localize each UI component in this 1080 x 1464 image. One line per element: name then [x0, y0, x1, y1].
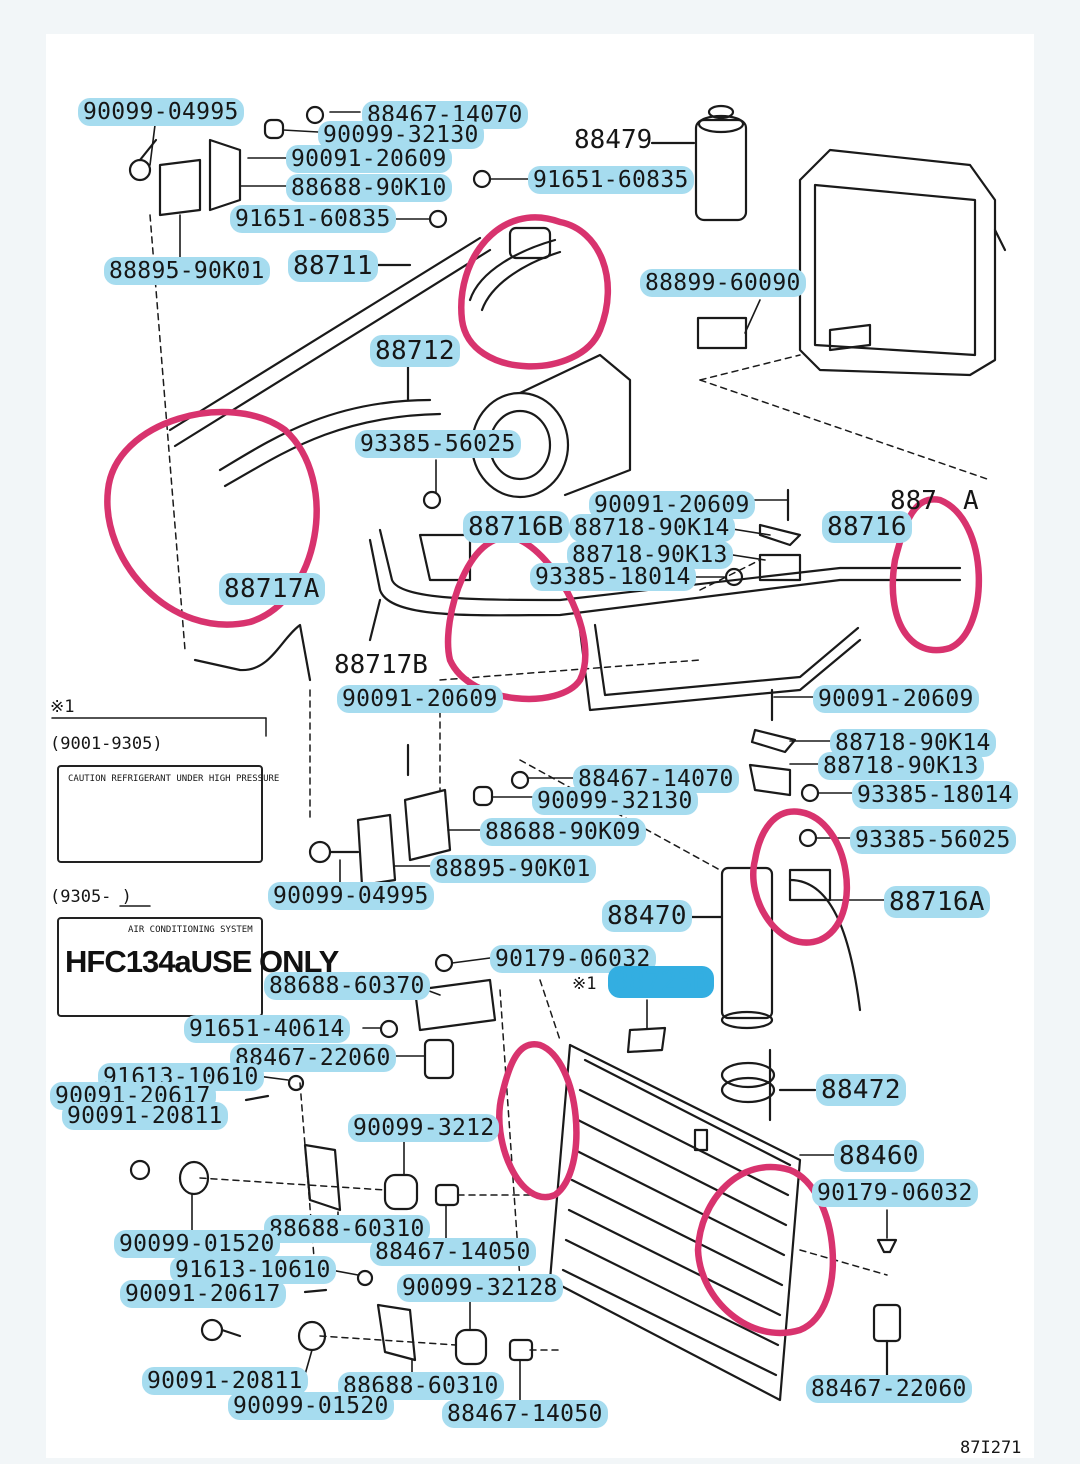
- clamp-88472: [720, 1048, 817, 1122]
- part-label-90179-06032: 90179-06032: [812, 1179, 978, 1207]
- part-label-93385-18014: 93385-18014: [530, 563, 696, 591]
- part-label-93385-18014: 93385-18014: [852, 781, 1018, 809]
- lower-pipe: [193, 623, 312, 682]
- part-label-88467-22060: 88467-22060: [806, 1375, 972, 1403]
- parts-diagram-artwork: [51, 104, 1007, 1402]
- part-label-90099-01520: 90099-01520: [228, 1392, 394, 1420]
- note1-range: (9001-9305): [50, 734, 163, 754]
- dashed-routing-lines: [149, 214, 991, 1351]
- hfc-tag: [57, 917, 263, 1017]
- part-label-88895-90k01: 88895-90K01: [430, 855, 596, 883]
- part-label-88716a: 88716A: [884, 886, 990, 918]
- part-label-88688-60310: 88688-60310: [264, 1215, 430, 1243]
- note1-mark: ※1: [50, 697, 75, 717]
- discharge-hose: [218, 363, 442, 488]
- part-label-88467-14050: 88467-14050: [442, 1400, 608, 1428]
- plain-label-887: 887: [890, 486, 937, 516]
- part-label-88467-14050: 88467-14050: [370, 1238, 536, 1266]
- drawing-number: 87I271: [960, 1438, 1022, 1458]
- circle-marker: [750, 808, 851, 946]
- part-label-90099-04995: 90099-04995: [78, 98, 244, 126]
- part-label-88899-60090: 88899-60090: [640, 269, 806, 297]
- hfc-tag-header: AIR CONDITIONING SYSTEM: [128, 925, 253, 935]
- leader-lines: [149, 111, 888, 1401]
- receiver-88470: [688, 866, 774, 1030]
- part-label-88688-60370: 88688-60370: [264, 972, 430, 1000]
- part-label-90091-20811: 90091-20811: [142, 1367, 308, 1395]
- part-label-88712: 88712: [370, 335, 460, 367]
- circle-marker: [444, 534, 589, 703]
- part-label-90099-04995: 90099-04995: [268, 882, 434, 910]
- part-label-88717a: 88717A: [219, 573, 325, 605]
- part-label-93385-56025: 93385-56025: [850, 826, 1016, 854]
- part-label-88716b: 88716B: [463, 511, 569, 543]
- plain-label-88479: 88479: [574, 125, 653, 155]
- part-label-88460: 88460: [834, 1140, 924, 1172]
- circle-marker: [104, 408, 320, 628]
- part-label-90099-32128: 90099-32128: [397, 1274, 563, 1302]
- part-label-91651-40614: 91651-40614: [184, 1015, 350, 1043]
- caution-tag-early: [57, 765, 263, 863]
- plain-label-a: A: [963, 486, 979, 516]
- part-label-93385-56025: 93385-56025: [355, 430, 521, 458]
- part-label-88688-90k09: 88688-90K09: [480, 818, 646, 846]
- part-label-88472: 88472: [816, 1074, 906, 1106]
- part-label-88723b: 88723B: [608, 966, 714, 998]
- part-label-90091-20609: 90091-20609: [813, 685, 979, 713]
- bracket-88716b: [418, 533, 472, 582]
- evaporator-unit: [798, 148, 1007, 377]
- part-label-90091-20609: 90091-20609: [337, 685, 503, 713]
- part-label-91613-10610: 91613-10610: [170, 1256, 336, 1284]
- receiver-dryer: [650, 104, 748, 222]
- circle-marker: [458, 214, 611, 370]
- part-label-88711: 88711: [288, 250, 378, 282]
- part-label-88716: 88716: [822, 511, 912, 543]
- part-label-90091-20811: 90091-20811: [62, 1102, 228, 1130]
- part-label-88718-90k14: 88718-90K14: [569, 514, 735, 542]
- part-label-91651-60835: 91651-60835: [230, 205, 396, 233]
- part-label-88688-90k10: 88688-90K10: [286, 174, 452, 202]
- plain-label-88717b: 88717B: [334, 650, 428, 680]
- caution-tag-small-text: CAUTION REFRIGERANT UNDER HIGH PRESSURE: [68, 774, 280, 784]
- diagram-sheet: CAUTION REFRIGERANT UNDER HIGH PRESSURE …: [46, 34, 1034, 1458]
- condenser: [548, 1043, 802, 1402]
- part-label-90099-01520: 90099-01520: [114, 1230, 280, 1258]
- part-label-91651-60835: 91651-60835: [528, 166, 694, 194]
- part-label-88718-90k13: 88718-90K13: [818, 752, 984, 780]
- pressure-switch: [872, 1238, 902, 1377]
- note-bracket-lines: [51, 717, 267, 907]
- part-label-90099-3212: 90099-3212: [348, 1114, 500, 1142]
- part-label-90099-32130: 90099-32130: [318, 121, 484, 149]
- part-label-88470: 88470: [602, 900, 692, 932]
- circle-marker: [694, 1163, 837, 1337]
- circle-marker: [496, 1041, 580, 1201]
- part-label-90091-20609: 90091-20609: [286, 145, 452, 173]
- part-label-90099-32130: 90099-32130: [532, 787, 698, 815]
- insulator-pad: [696, 316, 748, 350]
- part-label-90091-20617: 90091-20617: [120, 1280, 286, 1308]
- pipe-88716a: [788, 878, 862, 1012]
- x1-mark: ※1: [572, 974, 597, 994]
- note2-range: (9305- ): [50, 887, 132, 907]
- part-label-88895-90k01: 88895-90K01: [104, 257, 270, 285]
